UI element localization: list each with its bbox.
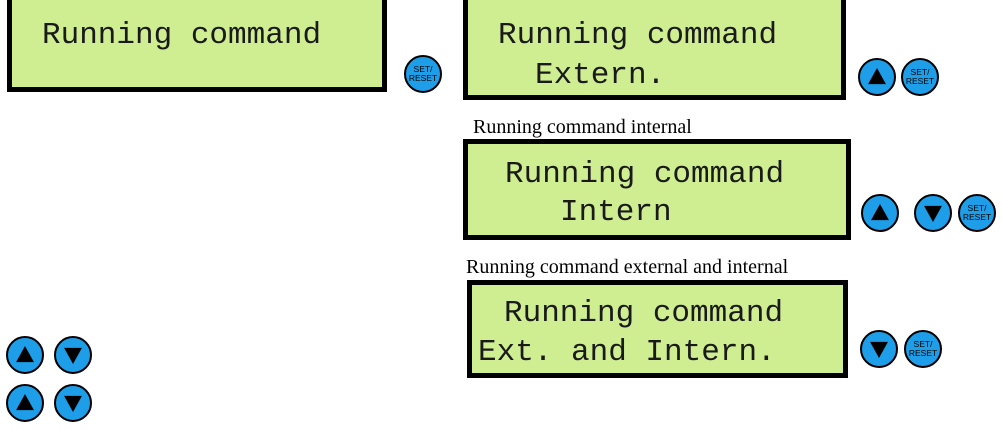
lcd-screen-extern: Running command Extern. xyxy=(463,0,846,100)
lcd-screen-main: Running command xyxy=(7,0,387,92)
up-arrow-button[interactable] xyxy=(6,384,44,422)
caption-internal: Running command internal xyxy=(473,116,692,138)
up-arrow-icon xyxy=(871,204,889,221)
caption-external-internal: Running command external and internal xyxy=(466,256,789,278)
down-arrow-icon xyxy=(64,347,82,364)
up-arrow-icon xyxy=(16,346,34,363)
lcd-line-1: Running command xyxy=(42,18,322,53)
down-arrow-icon xyxy=(924,205,942,222)
lcd-line-1: Running command xyxy=(498,18,778,53)
down-arrow-button[interactable] xyxy=(54,384,92,422)
set-reset-icon: SET/ RESET xyxy=(908,339,938,358)
up-arrow-button[interactable] xyxy=(861,194,899,232)
down-arrow-icon xyxy=(870,341,888,358)
down-arrow-button[interactable] xyxy=(860,330,898,368)
lcd-line-1: Running command xyxy=(504,296,784,331)
lcd-line-1: Running command xyxy=(505,157,785,192)
set-reset-icon: SET/ RESET xyxy=(905,67,935,86)
set-reset-button[interactable]: SET/ RESET xyxy=(901,58,939,96)
lcd-line-2: Intern xyxy=(560,195,672,230)
lcd-screen-ext-and-intern: Running command Ext. and Intern. xyxy=(467,280,848,378)
set-reset-button[interactable]: SET/ RESET xyxy=(904,330,942,368)
lcd-screen-intern: Running command Intern xyxy=(463,139,851,240)
lcd-line-2: Ext. and Intern. xyxy=(478,335,776,370)
up-arrow-icon xyxy=(868,68,886,85)
down-arrow-icon xyxy=(64,395,82,412)
lcd-line-2: Extern. xyxy=(535,58,666,93)
set-reset-icon: SET/ RESET xyxy=(962,203,992,222)
set-reset-button[interactable]: SET/ RESET xyxy=(404,55,442,93)
set-reset-button[interactable]: SET/ RESET xyxy=(958,194,996,232)
down-arrow-button[interactable] xyxy=(54,336,92,374)
up-arrow-icon xyxy=(16,394,34,411)
set-reset-icon: SET/ RESET xyxy=(408,64,438,83)
down-arrow-button[interactable] xyxy=(914,194,952,232)
up-arrow-button[interactable] xyxy=(6,336,44,374)
up-arrow-button[interactable] xyxy=(858,58,896,96)
